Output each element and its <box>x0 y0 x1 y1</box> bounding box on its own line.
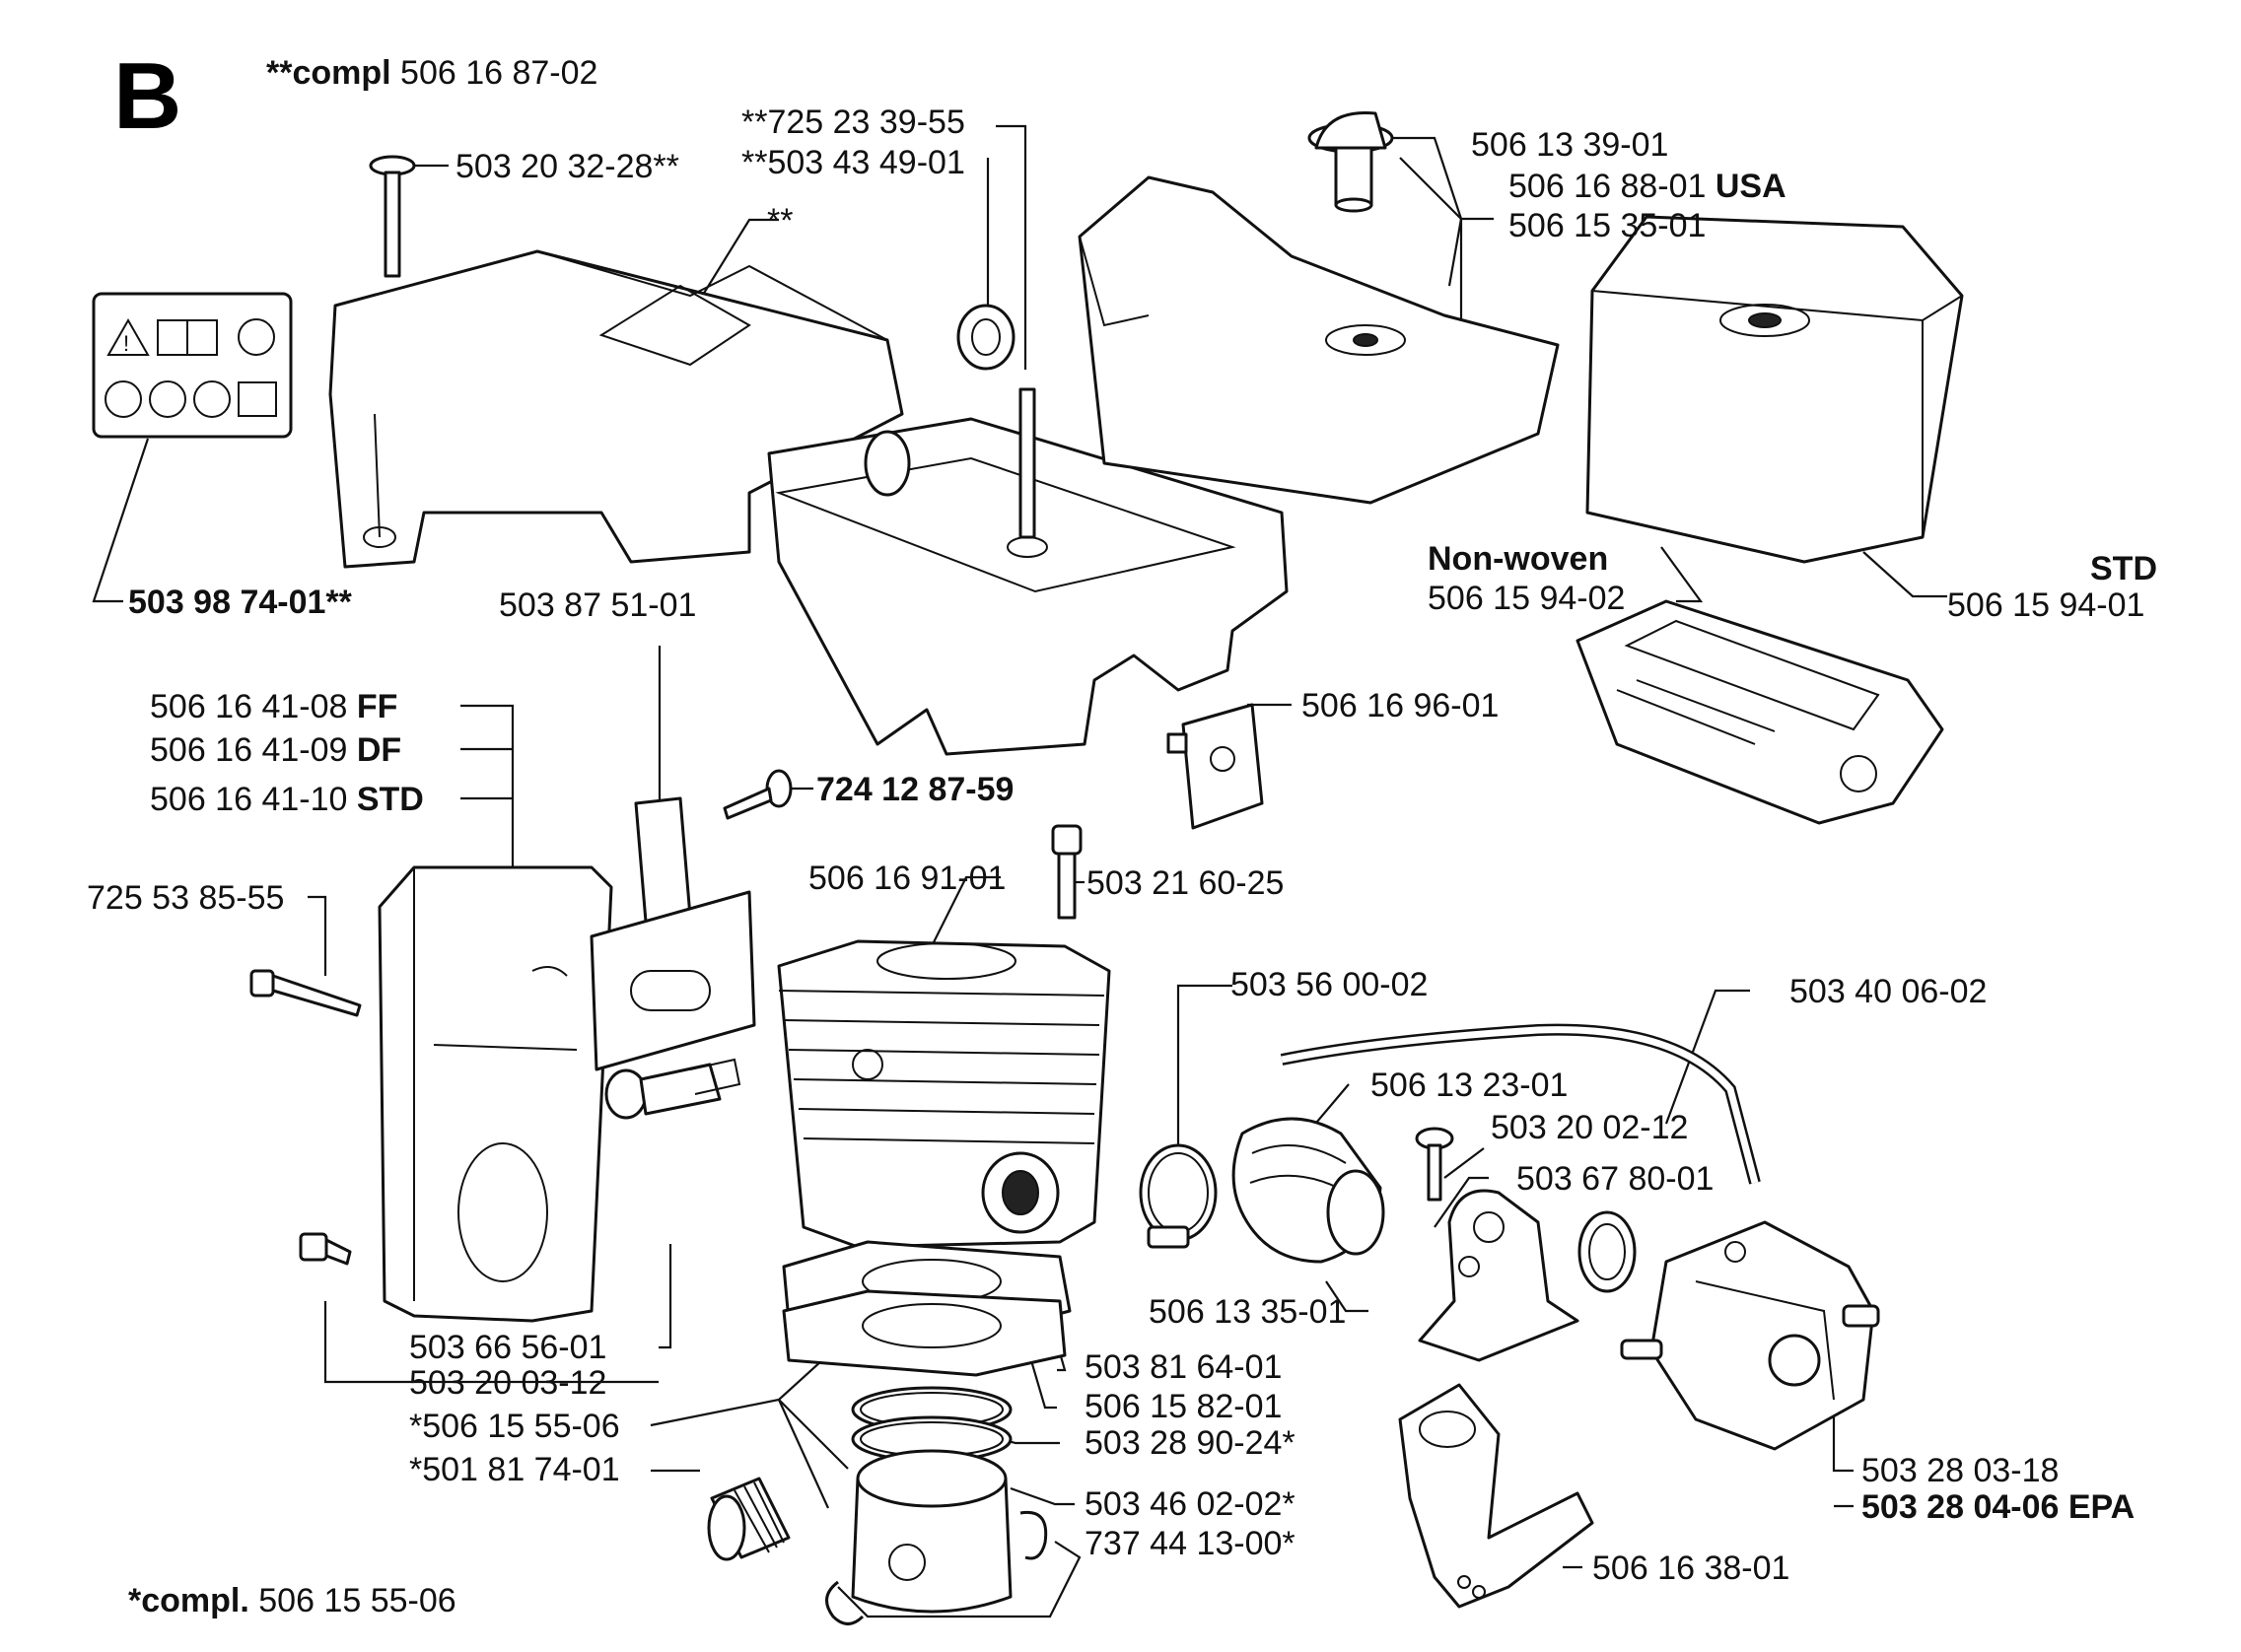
label-double-star: ** <box>767 202 793 240</box>
label-503-56-00-02: 503 56 00-02 <box>1230 966 1428 1003</box>
label-503-21-60-25: 503 21 60-25 <box>1086 864 1284 902</box>
label-501-81-74-01: *501 81 74-01 <box>409 1451 620 1488</box>
carburettor-gasket <box>1577 1210 1637 1293</box>
piston-rings <box>851 1386 1013 1463</box>
label-503-98-74-01: 503 98 74-01** <box>128 584 353 621</box>
label-non-woven: Non-woven <box>1428 540 1608 578</box>
label-506-13-35-01: 506 13 35-01 <box>1149 1293 1346 1331</box>
piston <box>851 1449 1013 1614</box>
label-506-15-82-01: 506 15 82-01 <box>1085 1388 1282 1425</box>
decompression-valve <box>604 1058 741 1120</box>
circlip-left <box>825 1580 865 1625</box>
intake-boot <box>1231 1117 1385 1264</box>
air-filter-cover <box>1585 215 1964 564</box>
cylinder <box>777 939 1111 1249</box>
spark-arrestor-plate <box>634 796 692 924</box>
label-506-15-35-01: 506 15 35-01 <box>1508 207 1706 244</box>
label-725-23-39-55: **725 23 39-55 <box>741 103 965 141</box>
label-503-20-03-12: 503 20 03-12 <box>409 1364 606 1402</box>
label-506-13-39-01: 506 13 39-01 <box>1471 126 1668 164</box>
cylinder-screw <box>1051 824 1083 920</box>
label-503-66-56-01: 503 66 56-01 <box>409 1329 606 1366</box>
label-506-15-94-01: 506 15 94-01 <box>1947 586 2144 624</box>
filter-housing <box>767 387 1289 756</box>
label-503-28-04-06: 503 28 04-06 EPA <box>1861 1488 2135 1526</box>
labels: B **compl 506 16 87-02 503 20 32-28** **… <box>87 43 2157 1619</box>
label-503-81-64-01: 503 81 64-01 <box>1085 1348 1282 1386</box>
label-503-87-51-01: 503 87 51-01 <box>499 586 696 624</box>
warning-label-plate: ! <box>92 292 293 439</box>
carburettor-screw <box>1415 1127 1454 1202</box>
label-506-15-55-06: *506 15 55-06 <box>409 1408 620 1445</box>
leader-lines <box>92 124 1947 1618</box>
circlip-right <box>1019 1510 1048 1560</box>
label-506-16-91-01: 506 16 91-01 <box>808 860 1006 897</box>
label-503-40-06-02: 503 40 06-02 <box>1789 973 1987 1010</box>
compl-bottom: *compl. 506 15 55-06 <box>128 1582 456 1619</box>
muffler <box>378 865 613 1323</box>
label-503-20-02-12: 503 20 02-12 <box>1491 1109 1688 1146</box>
carburettor-adapter <box>1418 1189 1579 1362</box>
label-503-67-80-01: 503 67 80-01 <box>1516 1160 1714 1198</box>
label-503-20-32-28: 503 20 32-28** <box>455 148 679 185</box>
muffler-screw-long <box>249 969 362 1017</box>
top-cover <box>1078 175 1560 505</box>
carburettor-bracket <box>1398 1383 1594 1609</box>
cover-screw <box>369 155 416 278</box>
label-503-43-49-01: **503 43 49-01 <box>741 144 965 181</box>
label-506-16-41-08: 506 16 41-08 FF <box>150 688 397 725</box>
grommet <box>956 304 1015 371</box>
muffler-gasket <box>590 890 756 1071</box>
label-725-53-85-55: 725 53 85-55 <box>87 879 284 917</box>
needle-bearing <box>707 1477 791 1561</box>
label-503-28-90-24: 503 28 90-24* <box>1085 1424 1296 1462</box>
cylinder-spacer <box>782 1289 1067 1377</box>
label-506-13-23-01: 506 13 23-01 <box>1370 1067 1568 1104</box>
warning-icon: ! <box>123 331 129 356</box>
self-tapping-screw <box>723 769 793 820</box>
hose-clamp <box>1139 1143 1218 1249</box>
label-std-filter: STD <box>2090 550 2157 587</box>
label-506-16-96-01: 506 16 96-01 <box>1301 687 1499 724</box>
carburettor <box>1620 1220 1880 1451</box>
section-letter: B <box>113 43 181 149</box>
fuel-hose <box>1280 1023 1761 1185</box>
label-737-44-13-00: 737 44 13-00* <box>1085 1525 1296 1562</box>
cylinder-cover <box>328 249 904 569</box>
label-506-16-41-10: 506 16 41-10 STD <box>150 781 424 818</box>
label-503-46-02-02: 503 46 02-02* <box>1085 1485 1296 1523</box>
label-503-28-03-18: 503 28 03-18 <box>1861 1452 2059 1489</box>
cover-knob <box>1307 110 1394 213</box>
label-724-12-87-59: 724 12 87-59 <box>816 771 1014 808</box>
air-filter-element <box>1576 599 1944 825</box>
label-506-15-94-02: 506 15 94-02 <box>1428 580 1625 617</box>
filter-bracket <box>1166 703 1264 830</box>
compl-top: **compl 506 16 87-02 <box>266 54 597 92</box>
label-506-16-38-01: 506 16 38-01 <box>1592 1549 1789 1587</box>
label-506-16-88-01: 506 16 88-01 USA <box>1508 168 1786 205</box>
muffler-screw-short <box>299 1232 352 1266</box>
label-506-16-41-09: 506 16 41-09 DF <box>150 731 401 769</box>
